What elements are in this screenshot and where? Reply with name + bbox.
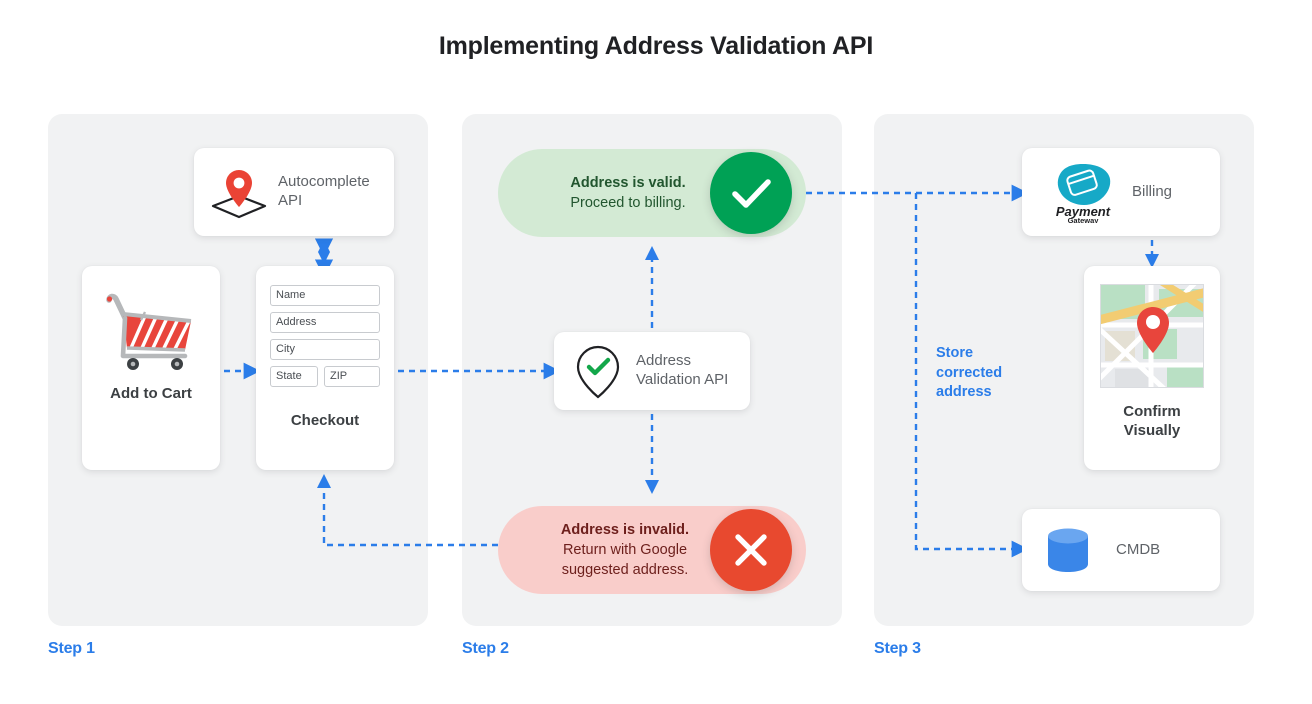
check-circle-icon — [732, 179, 771, 208]
store-corrected-address-note: Store corrected address — [936, 344, 1036, 403]
step-2-label: Step 2 — [462, 640, 509, 657]
map-pin-diamond-icon — [211, 170, 267, 219]
step-3-label: Step 3 — [874, 640, 921, 657]
billing-card[interactable]: Payment Gateway Billing — [1022, 148, 1220, 236]
payment-gateway-primary-text: Payment — [1056, 204, 1111, 219]
cmdb-label: CMDB — [1116, 541, 1161, 558]
validation-line-2: Validation API — [636, 371, 729, 388]
address-validation-api-card[interactable]: Address Validation API — [554, 332, 750, 410]
address-valid-headline: Address is valid. — [570, 175, 686, 191]
database-icon — [1048, 528, 1088, 572]
address-validation-api-label: Address Validation API — [636, 351, 746, 389]
state-field[interactable]: State — [270, 366, 318, 387]
city-field[interactable]: City — [270, 339, 380, 360]
address-invalid-detail-1: Return with Google — [562, 542, 688, 558]
autocomplete-api-card[interactable]: Autocomplete API — [194, 148, 394, 236]
address-invalid-headline: Address is invalid. — [560, 522, 690, 538]
address-field[interactable]: Address — [270, 312, 380, 333]
step-1-label: Step 1 — [48, 640, 95, 657]
autocomplete-api-label: Autocomplete API — [278, 173, 370, 209]
confirm-line-1: Confirm — [1123, 403, 1181, 420]
valid-status-badge — [710, 152, 792, 234]
x-circle-icon — [735, 534, 767, 566]
payment-gateway-icon: Payment Gateway — [1056, 164, 1111, 223]
checkout-label: Checkout — [290, 412, 360, 429]
billing-label: Billing — [1132, 183, 1173, 200]
address-invalid-detail-2: suggested address. — [561, 562, 689, 578]
name-field[interactable]: Name — [270, 285, 380, 306]
store-note-line-3: address — [936, 384, 992, 400]
payment-gateway-secondary-text: Gateway — [1068, 216, 1100, 223]
confirm-line-2: Visually — [1123, 422, 1181, 439]
checkout-card[interactable]: Name Address City State ZIP Checkout — [256, 266, 394, 470]
pin-check-icon — [576, 345, 620, 399]
zip-field[interactable]: ZIP — [324, 366, 380, 387]
address-valid-detail: Proceed to billing. — [570, 195, 686, 211]
confirm-visually-card[interactable]: Confirm Visually — [1084, 266, 1220, 470]
cmdb-card[interactable]: CMDB — [1022, 509, 1220, 591]
validation-line-1: Address — [636, 352, 692, 369]
address-valid-text: Address is valid. Proceed to billing. — [528, 173, 728, 213]
store-note-line-2: corrected — [936, 364, 1003, 381]
add-to-cart-label: Add to Cart — [110, 385, 192, 402]
page-title: Implementing Address Validation API — [438, 32, 874, 60]
store-note-line-1: Store — [936, 345, 974, 361]
address-invalid-text: Address is invalid. Return with Google s… — [522, 520, 728, 580]
confirm-visually-label: Confirm Visually — [1084, 402, 1220, 440]
invalid-status-badge — [710, 509, 792, 591]
map-thumbnail-icon — [1100, 284, 1204, 388]
shopping-cart-icon — [106, 293, 192, 370]
add-to-cart-card[interactable]: Add to Cart — [82, 266, 220, 470]
